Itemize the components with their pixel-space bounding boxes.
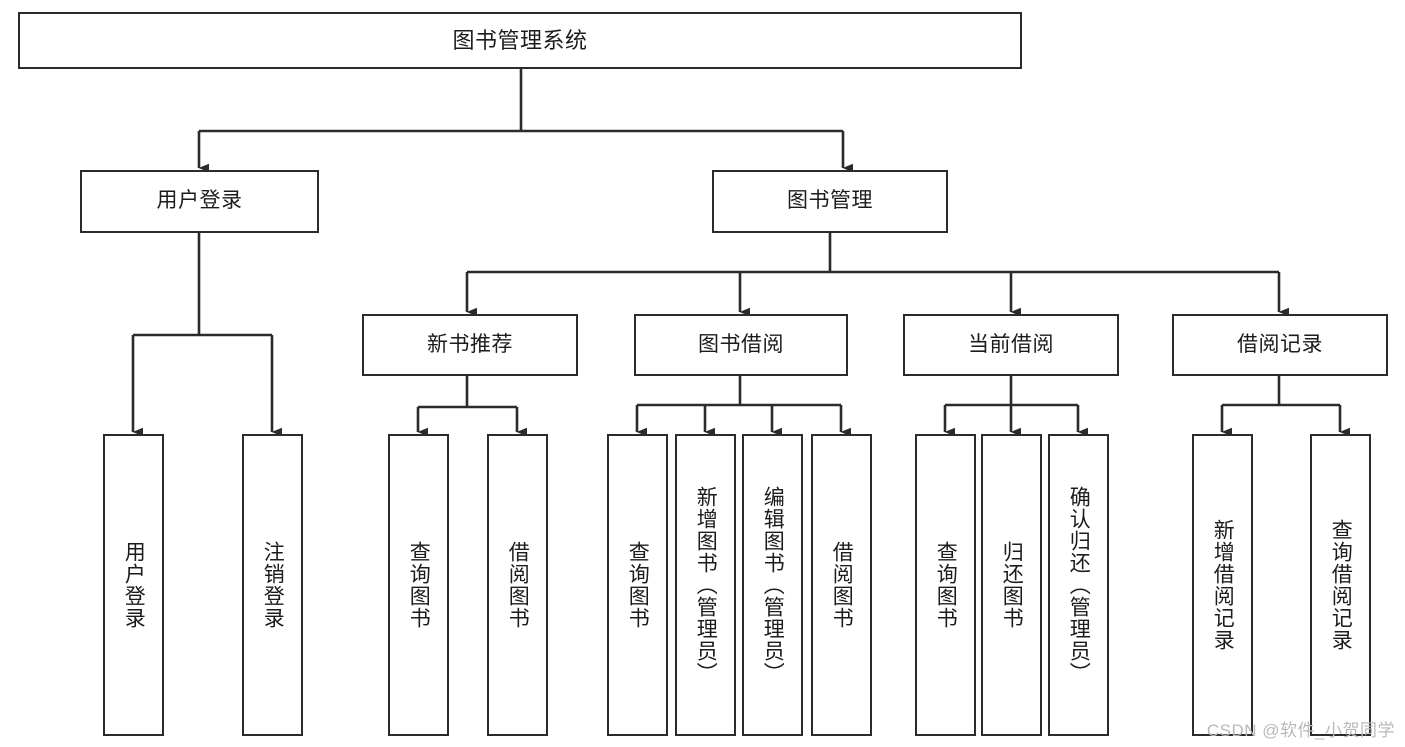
leaf-borrow-book[interactable]: 借阅图书 xyxy=(811,434,872,736)
node-label: 新增图书（管理员） xyxy=(694,486,718,684)
node-label: 编辑图书（管理员） xyxy=(761,486,785,684)
node-borrow-record[interactable]: 借阅记录 xyxy=(1172,314,1388,376)
node-book-borrow[interactable]: 图书借阅 xyxy=(634,314,848,376)
node-label: 图书管理 xyxy=(787,189,873,213)
node-label: 查询图书 xyxy=(934,541,958,629)
leaf-borrow-book-recommend[interactable]: 借阅图书 xyxy=(487,434,548,736)
node-root-book-management-system[interactable]: 图书管理系统 xyxy=(18,12,1022,69)
node-label: 用户登录 xyxy=(122,541,146,629)
leaf-query-book-borrow[interactable]: 查询图书 xyxy=(607,434,668,736)
leaf-add-borrow-record[interactable]: 新增借阅记录 xyxy=(1192,434,1253,736)
node-label: 查询图书 xyxy=(626,541,650,629)
node-current-borrow[interactable]: 当前借阅 xyxy=(903,314,1119,376)
node-label: 查询图书 xyxy=(407,541,431,629)
node-label: 用户登录 xyxy=(156,189,243,213)
leaf-query-book-current[interactable]: 查询图书 xyxy=(915,434,976,736)
leaf-edit-book-admin[interactable]: 编辑图书（管理员） xyxy=(742,434,803,736)
leaf-return-book[interactable]: 归还图书 xyxy=(981,434,1042,736)
csdn-watermark: CSDN @软件_小贺同学 xyxy=(1206,721,1395,740)
leaf-user-login[interactable]: 用户登录 xyxy=(103,434,164,736)
leaf-query-borrow-record[interactable]: 查询借阅记录 xyxy=(1310,434,1371,736)
node-label: 确认归还（管理员） xyxy=(1067,486,1091,684)
leaf-confirm-return-admin[interactable]: 确认归还（管理员） xyxy=(1048,434,1109,736)
node-label: 借阅记录 xyxy=(1237,332,1323,356)
node-label: 注销登录 xyxy=(261,541,285,629)
node-label: 当前借阅 xyxy=(968,332,1054,356)
node-label: 借阅图书 xyxy=(506,541,530,629)
node-label: 新增借阅记录 xyxy=(1211,519,1235,651)
node-label: 新书推荐 xyxy=(427,332,513,356)
node-label: 借阅图书 xyxy=(830,541,854,629)
node-book-management[interactable]: 图书管理 xyxy=(712,170,948,233)
node-new-book-recommend[interactable]: 新书推荐 xyxy=(362,314,578,376)
node-label: 图书借阅 xyxy=(698,332,784,356)
leaf-query-book-recommend[interactable]: 查询图书 xyxy=(388,434,449,736)
node-label: 归还图书 xyxy=(1000,541,1024,629)
leaf-add-book-admin[interactable]: 新增图书（管理员） xyxy=(675,434,736,736)
leaf-logout-login[interactable]: 注销登录 xyxy=(242,434,303,736)
node-user-login[interactable]: 用户登录 xyxy=(80,170,319,233)
node-label: 查询借阅记录 xyxy=(1329,519,1353,651)
node-label: 图书管理系统 xyxy=(452,27,588,53)
